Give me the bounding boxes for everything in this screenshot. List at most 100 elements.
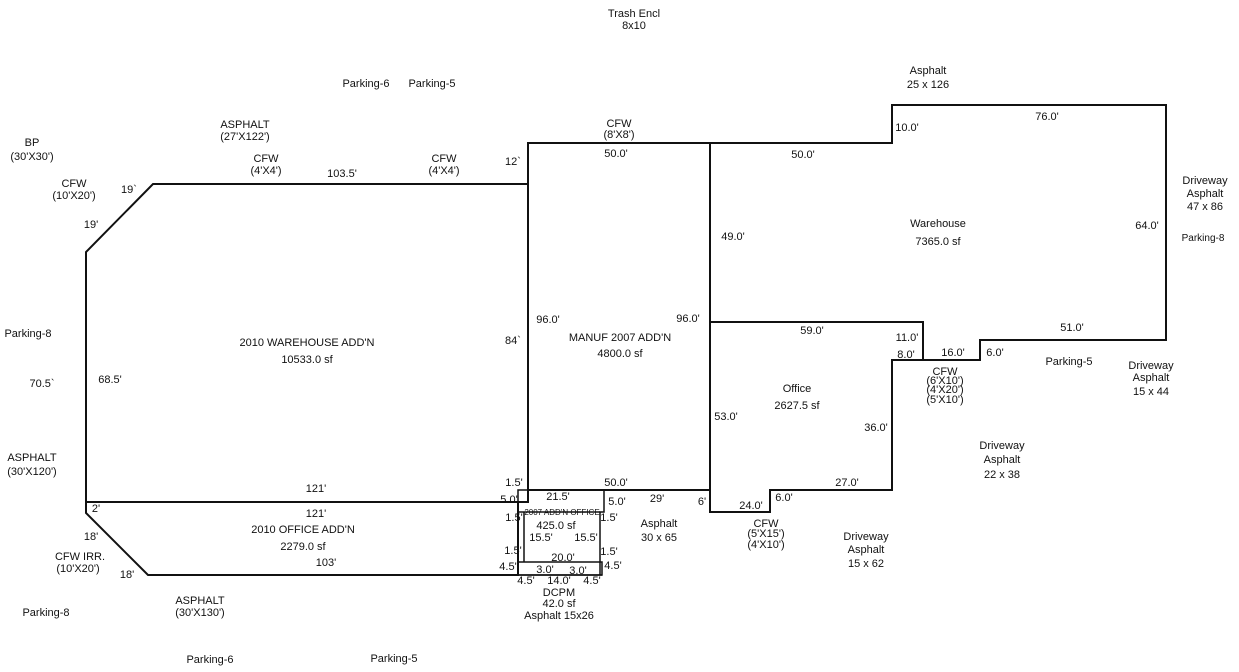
cfw-10x20-title: CFW [61,178,87,190]
asphalt-nw-title: ASPHALT [220,119,270,131]
dimension-label: 29' [650,493,664,505]
dimension-label: 50.0' [604,477,628,489]
dimension-label: 50.0' [604,148,628,160]
office-outline [709,321,924,513]
bp-title: BP [25,137,40,149]
driveway-e-2: Asphalt [1187,188,1224,200]
dimension-label: 1.5' [505,477,522,489]
dimension-label: 10.0' [895,122,919,134]
asphalt-w-size: (30'X120') [7,466,56,478]
cfw-4x4a-size: (4'X4') [250,165,281,177]
dimension-label: 8.0' [897,349,914,361]
dimension-label: 4.5' [583,575,600,587]
parking5-bottom: Parking-5 [370,653,417,665]
dimension-label: 15.5' [529,532,553,544]
dcpm-area: 42.0 sf [542,598,576,610]
dimension-label: 11.0' [896,332,919,344]
parking8-sw: Parking-8 [22,607,69,619]
driveway-se-2: Asphalt [1133,372,1170,384]
asphalt-sw-title: ASPHALT [175,595,225,607]
cfw-5x15-a: (5'X15') [747,528,784,540]
driveway-mid-2: Asphalt [984,454,1021,466]
office-area: 2627.5 sf [774,400,820,412]
parking5-mid: Parking-5 [1045,356,1092,368]
office-name: Office [783,383,812,395]
dimension-label: 3.0' [569,565,586,577]
dimension-label: 5.0' [500,494,517,506]
cfw-irr-size: (10'X20') [56,563,99,575]
dimension-label: 1.5' [600,546,617,558]
dimension-label: 121' [306,508,326,520]
asphalt-w-title: ASPHALT [7,452,57,464]
office-2010-outline [85,501,519,576]
dimension-label: 51.0' [1060,322,1084,334]
dcpm-name: DCPM [543,587,575,599]
cfw-5x15-title: CFW [753,518,779,530]
cfw-8x8-size: (8'X8') [603,129,634,141]
dimension-label: 6.0' [775,492,792,504]
dcpm-outline [518,561,601,575]
building-outlines [85,104,1167,576]
dimension-label: 6' [698,496,706,508]
dimension-label: 18' [84,531,98,543]
asphalt-top-size: 25 x 126 [907,79,949,91]
dimension-label: 49.0' [721,231,745,243]
dimension-label: 18' [120,569,134,581]
area-labels: Trash Encl 8x10 Parking-6 Parking-5 Asph… [4,8,1228,666]
manuf-area: 4800.0 sf [597,348,643,360]
driveway-e-3: 47 x 86 [1187,201,1223,213]
dimension-label: 5.0' [608,496,625,508]
driveway-s-1: Driveway [843,531,889,543]
warehouse-area: 7365.0 sf [915,236,961,248]
dimension-label: 21.5' [546,491,570,503]
office-2007-area: 425.0 sf [536,520,576,532]
parking8-e: Parking-8 [1182,233,1225,244]
dimension-label: 121' [306,483,326,495]
cfw-6x10-b: (4'X20') [926,384,963,396]
dimension-label: 2' [92,503,100,515]
cfw-8x8-title: CFW [606,118,632,130]
dimension-label: 103.5' [327,168,357,180]
driveway-s-3: 15 x 62 [848,558,884,570]
dimension-label: 12` [505,156,521,168]
dimension-label: 84` [505,335,521,347]
asphalt-15x26: Asphalt 15x26 [524,610,594,622]
parking8-w: Parking-8 [4,328,51,340]
cfw-6x10-a: (6'X10') [926,375,963,387]
parking5-top: Parking-5 [408,78,455,90]
dimension-label: 50.0' [791,149,815,161]
dimension-label: 70.5` [29,378,54,390]
cfw-5x15-b: (4'X10') [747,539,784,551]
dimension-label: 20.0' [551,552,575,564]
dimension-label: 36.0' [864,422,888,434]
warehouse-2010-name: 2010 WAREHOUSE ADD'N [240,337,375,349]
cfw-4x4b-size: (4'X4') [428,165,459,177]
dimension-label: 14.0' [547,575,571,587]
asphalt-top-title: Asphalt [910,65,947,77]
parking6-top: Parking-6 [342,78,389,90]
dimension-label: 68.5' [98,374,122,386]
dimension-label: 4.5' [517,575,534,587]
asphalt-sw-size: (30'X130') [175,607,224,619]
cfw-irr-title: CFW IRR. [55,551,105,563]
driveway-se-1: Driveway [1128,360,1174,372]
cfw-10x20-size: (10'X20') [52,190,95,202]
driveway-se-3: 15 x 44 [1133,386,1169,398]
warehouse-name: Warehouse [910,218,966,230]
dimension-label: 1.5' [600,512,617,524]
driveway-mid-3: 22 x 38 [984,469,1020,481]
dimension-label: 19` [121,184,137,196]
cfw-4x4b-title: CFW [431,153,457,165]
dimension-label: 1.5' [505,512,522,524]
office-2010-area: 2279.0 sf [280,541,326,553]
driveway-e-1: Driveway [1182,175,1228,187]
bp-size: (30'X30') [10,151,53,163]
dimension-labels: 12` 50.0' 50.0' 10.0' 76.0' 103.5' 19` 1… [29,111,1158,587]
dimension-label: 103' [316,557,336,569]
office-2010-name: 2010 OFFICE ADD'N [251,524,355,536]
dimension-label: 96.0' [676,313,700,325]
dimension-label: 64.0' [1135,220,1159,232]
dimension-label: 96.0' [536,314,560,326]
dimension-label: 6.0' [986,347,1003,359]
